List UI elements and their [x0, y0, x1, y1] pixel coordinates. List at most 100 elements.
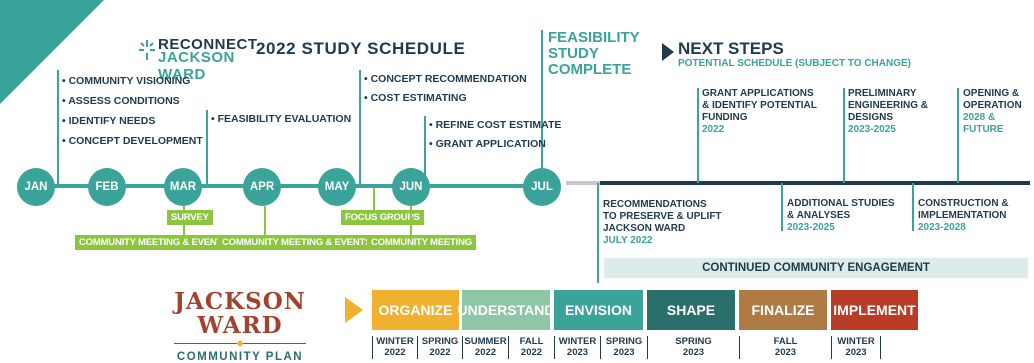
month-may: MAY — [318, 168, 356, 206]
season-divider — [554, 336, 555, 359]
jul-connector — [541, 30, 543, 178]
ns-line: JACKSON WARD — [603, 223, 686, 234]
ns-connector — [957, 88, 959, 183]
ns-line: ENGINEERING & — [848, 100, 929, 111]
season-divider — [880, 336, 881, 359]
list-item: FEASIBILITY EVALUATION — [211, 109, 352, 129]
season-divider — [462, 336, 463, 359]
plan-logo: JACKSON WARD COMMUNITY PLAN — [150, 290, 330, 363]
logo-mark-icon — [139, 40, 155, 60]
apr-connector — [264, 206, 266, 236]
season-divider — [831, 336, 832, 359]
ns-item-studies: ADDITIONAL STUDIES & ANALYSES 2023-2025 — [787, 198, 895, 234]
month-jul: JUL — [523, 168, 561, 206]
plan-logo-title: JACKSON WARD — [174, 288, 306, 339]
phase-organize: ORGANIZE — [372, 290, 459, 330]
jul-label: FEASIBILITY STUDY COMPLETE — [548, 30, 640, 78]
month-jun: JUN — [392, 168, 430, 206]
phase-finalize: FINALIZE — [739, 290, 827, 330]
ns-line: CONSTRUCTION & — [918, 198, 1009, 209]
ns-item-construction: CONSTRUCTION & IMPLEMENTATION 2023-2028 — [918, 198, 1009, 234]
engagement-bar: CONTINUED COMMUNITY ENGAGEMENT — [604, 258, 1028, 278]
community-meeting-tag: COMMUNITY MEETING & EVENTS — [75, 235, 233, 250]
ns-connector — [697, 88, 699, 183]
mar-connector — [206, 110, 208, 188]
ns-line: DESIGNS — [848, 112, 894, 123]
ns-year: 2023-2028 — [918, 222, 966, 233]
month-feb: FEB — [88, 168, 126, 206]
ns-item-engineering: PRELIMINARY ENGINEERING & DESIGNS 2023-2… — [848, 88, 928, 136]
jul-label-line2: STUDY — [548, 45, 599, 62]
logo-line1: RECONNECT — [158, 36, 258, 53]
season-divider — [600, 336, 601, 359]
phase-shape: SHAPE — [647, 290, 735, 330]
season-divider — [372, 336, 373, 359]
ns-connector — [843, 88, 845, 183]
ns-connector — [781, 183, 783, 231]
may-list: CONCEPT RECOMMENDATION COST ESTIMATING — [364, 70, 527, 108]
may-connector — [359, 70, 361, 188]
timeline-line — [20, 184, 558, 188]
jun-green-connector — [410, 206, 412, 236]
jan-list: COMMUNITY VISIONING ASSESS CONDITIONS ID… — [62, 71, 203, 151]
ns-line: & ANALYSES — [787, 210, 851, 221]
list-item: GRANT APPLICATION — [429, 135, 561, 154]
ns-line: ADDITIONAL STUDIES — [787, 198, 895, 209]
page-title: 2022 STUDY SCHEDULE — [256, 39, 466, 58]
ns-item-recommendations: RECOMMENDATIONS TO PRESERVE & UPLIFT JAC… — [603, 199, 722, 247]
phase-arrow-icon — [345, 297, 363, 323]
focus-groups-tag: FOCUS GROUPS — [341, 210, 424, 225]
jul-label-line3: COMPLETE — [548, 61, 632, 78]
list-item: COMMUNITY VISIONING — [62, 71, 203, 91]
ns-line: GRANT APPLICATIONS — [702, 88, 814, 99]
month-jan: JAN — [17, 168, 55, 206]
jan-connector — [57, 70, 59, 188]
month-mar: MAR — [164, 168, 202, 206]
list-item: COST ESTIMATING — [364, 89, 527, 108]
plan-logo-divider — [174, 339, 306, 348]
season-divider — [417, 336, 418, 359]
ns-item-opening: OPENING & OPERATION 2028 & FUTURE — [963, 88, 1034, 136]
list-item: CONCEPT DEVELOPMENT — [62, 131, 203, 151]
season-divider — [739, 336, 740, 359]
ns-item-grants: GRANT APPLICATIONS & IDENTIFY POTENTIAL … — [702, 88, 817, 136]
plan-logo-subtitle: COMMUNITY PLAN — [176, 351, 304, 363]
phase-envision: ENVISION — [554, 290, 643, 330]
ns-year: 2023-2025 — [848, 124, 896, 135]
ns-line: IMPLEMENTATION — [918, 210, 1007, 221]
survey-tag: SURVEY — [167, 210, 213, 225]
next-steps-line — [600, 181, 1030, 185]
jun-list: REFINE COST ESTIMATE GRANT APPLICATION — [429, 116, 562, 154]
ns-year: 2023-2025 — [787, 222, 835, 233]
ns-year: 2022 — [702, 124, 725, 135]
month-apr: APR — [243, 168, 281, 206]
jun-connector — [424, 116, 426, 188]
list-item: REFINE COST ESTIMATE — [429, 116, 562, 135]
season-divider — [647, 336, 648, 359]
list-item: ASSESS CONDITIONS — [62, 91, 203, 111]
ns-year: JULY 2022 — [603, 235, 653, 246]
ns-line: FUNDING — [702, 112, 748, 123]
jul-label-line1: FEASIBILITY — [548, 29, 640, 46]
ns-connector — [597, 183, 599, 283]
play-arrow-icon — [662, 43, 674, 61]
next-steps-title: NEXT STEPS — [678, 39, 784, 58]
community-meeting-tag: COMMUNITY MEETING & EVENTS — [218, 235, 376, 250]
community-meeting-tag: COMMUNITY MEETING — [367, 235, 476, 250]
timeline-gray-line — [566, 181, 602, 185]
phase-implement: IMPLEMENT — [831, 290, 918, 330]
ns-year: 2028 & FUTURE — [963, 112, 1004, 135]
ns-line: OPERATION — [963, 100, 1022, 111]
ns-connector — [912, 183, 914, 231]
focus-connector — [373, 188, 375, 210]
ns-line: OPENING & — [963, 88, 1020, 99]
list-item: CONCEPT RECOMMENDATION — [364, 70, 527, 89]
ns-line: PRELIMINARY — [848, 88, 917, 99]
